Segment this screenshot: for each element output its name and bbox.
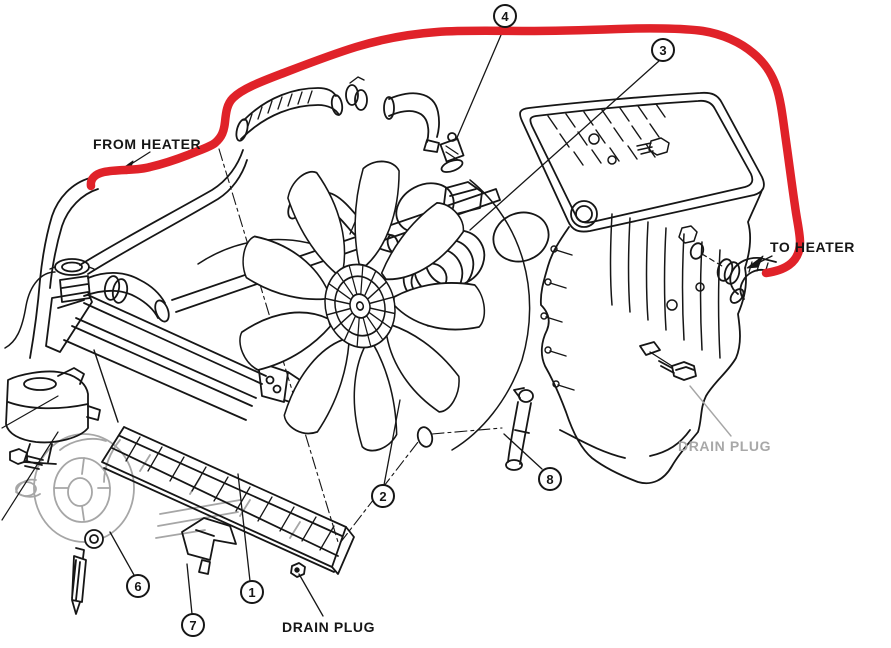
label-drain-plug-engine: DRAIN PLUG	[678, 438, 772, 454]
heater-return-hose	[29, 177, 99, 359]
cooling-fan	[239, 160, 486, 452]
engine-block	[519, 91, 765, 485]
to-heater-arrow	[746, 255, 764, 269]
pencil-part	[71, 547, 87, 615]
lever-part-8	[505, 387, 534, 471]
callout-8: 8	[538, 467, 562, 491]
label-to-heater: TO HEATER	[770, 239, 855, 255]
radiator	[4, 149, 501, 578]
upper-hose-pieces	[235, 76, 440, 153]
engine-fasteners	[588, 133, 705, 311]
label-drain-plug-radiator: DRAIN PLUG	[282, 619, 376, 635]
callout-1: 1	[240, 580, 264, 604]
mounting-bolt	[9, 448, 44, 470]
label-from-heater: FROM HEATER	[93, 136, 202, 152]
core-hatching	[125, 436, 335, 551]
callout-4: 4	[493, 4, 517, 28]
idler-roller-center	[89, 534, 99, 544]
callout-2: 2	[371, 484, 395, 508]
callout-7: 7	[181, 613, 205, 637]
radiator-drain-plug	[290, 562, 306, 578]
o-ring-washer	[416, 426, 434, 448]
fan-clutch-hub	[324, 263, 396, 349]
leader-lines	[109, 27, 773, 617]
heater-elbow-hose	[701, 253, 777, 304]
idler-roller	[84, 529, 104, 549]
callout-6: 6	[126, 574, 150, 598]
engine-ribs	[609, 213, 721, 359]
thermostat-fitting	[439, 132, 465, 173]
drain-plug-leader-gray	[689, 385, 732, 437]
air-box-vents	[547, 103, 666, 166]
bracket-part-7	[181, 517, 237, 575]
heater-hose-route-highlight	[86, 24, 805, 278]
callout-3: 3	[651, 38, 675, 62]
frame-edge-lines	[1, 395, 59, 521]
stud-bolts	[540, 245, 575, 391]
engine-drain-plug	[639, 341, 697, 381]
